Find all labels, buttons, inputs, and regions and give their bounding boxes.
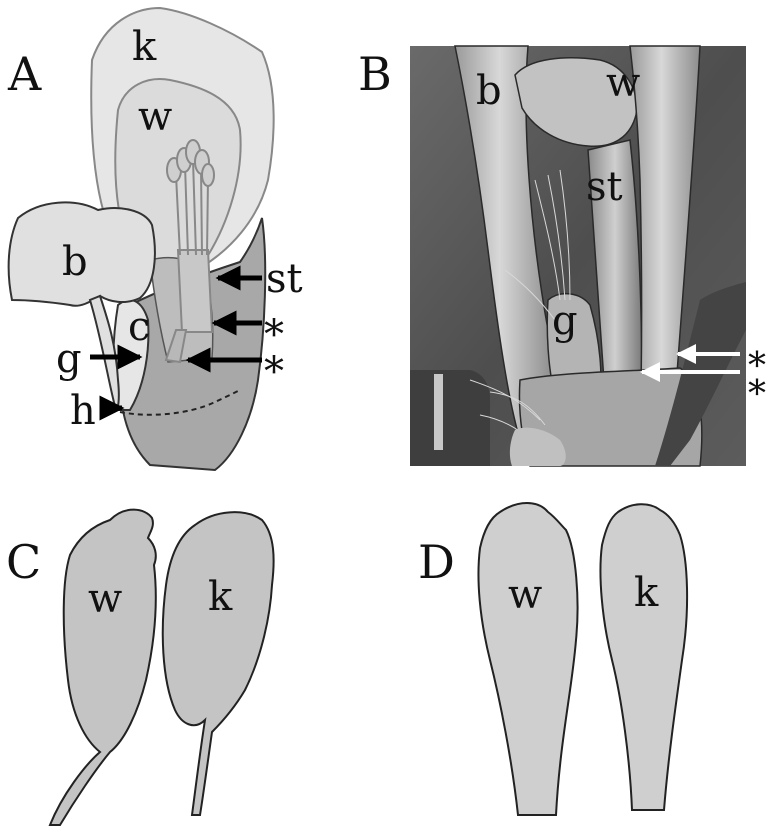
panel-d: D w k [418,503,687,815]
label-d-k: k [634,570,659,616]
sem-shadow-region [410,370,490,466]
label-c-w: w [88,576,122,622]
label-a-k: k [132,24,157,70]
label-a-w: w [138,94,172,140]
petal-c-keel [163,512,274,815]
panel-b-letter: B [358,47,392,101]
panel-a: A [7,8,303,470]
label-d-w: w [508,572,542,618]
label-b-asterisk-lower: * [748,374,766,415]
petal-c-wing [50,510,156,825]
label-a-b: b [62,239,88,285]
petal-d-keel [600,504,687,810]
label-a-asterisk-lower: * [264,349,284,395]
label-a-h: h [70,388,96,434]
label-b-g: g [552,298,578,344]
panel-d-letter: D [418,535,455,589]
label-a-g: g [56,336,82,382]
petal-d-wing [478,503,577,815]
label-a-c: c [128,304,150,350]
label-b-st: st [586,164,623,210]
label-c-k: k [208,574,233,620]
label-b-b: b [476,68,502,114]
panel-c-letter: C [6,535,41,589]
panel-b: B [358,46,766,466]
panel-a-letter: A [7,47,42,101]
scale-bar [434,374,443,450]
label-a-st: st [266,256,303,302]
label-b-w: w [606,60,640,106]
panel-c: C w k [6,510,274,825]
